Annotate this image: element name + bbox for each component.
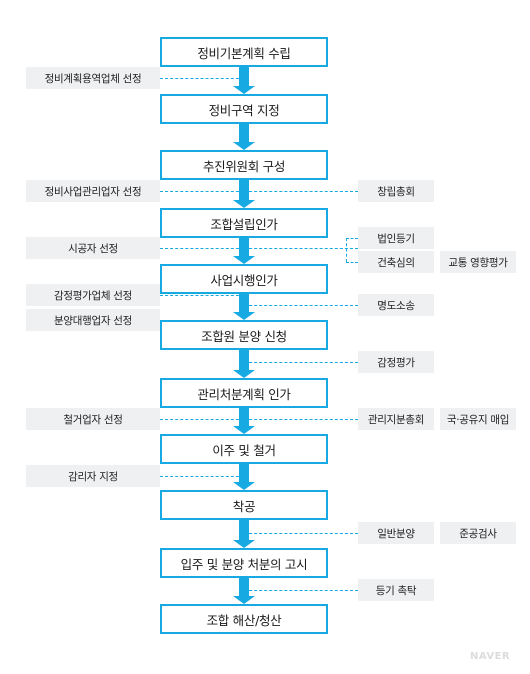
connector-line <box>244 419 358 420</box>
connector-line <box>160 78 244 79</box>
left-note-plan-contractor: 정비계획용역업체 선정 <box>26 67 160 89</box>
left-note-demolition-company: 철거업자 선정 <box>26 408 160 430</box>
connector-line <box>244 191 358 192</box>
right-note-building-review: 건축심의 <box>358 251 434 273</box>
step-dissolution: 조합 해산/청산 <box>160 604 328 634</box>
right-note-traffic-impact: 교통 영향평가 <box>440 251 516 273</box>
arrow-down-icon <box>233 520 255 548</box>
connector-line <box>244 362 358 363</box>
connector-line <box>244 590 358 591</box>
right-note-appraisal: 감정평가 <box>358 351 434 373</box>
left-note-constructor: 시공자 선정 <box>26 237 160 259</box>
right-note-completion-check: 준공검사 <box>440 522 516 544</box>
step-disposal-approval: 관리처분계획 인가 <box>160 378 328 408</box>
connector-line <box>160 295 244 296</box>
connector-line <box>346 238 358 239</box>
step-zone-designation: 정비구역 지정 <box>160 94 328 124</box>
connector-line <box>160 248 244 249</box>
right-note-disposal-meeting: 관리지분총회 <box>358 408 434 430</box>
step-project-approval: 사업시행인가 <box>160 264 328 294</box>
connector-line <box>346 238 347 262</box>
left-note-appraisal-company: 감정평가업체 선정 <box>26 284 160 306</box>
connector-line <box>160 320 244 321</box>
step-basic-plan: 정비기본계획 수립 <box>160 37 328 67</box>
arrow-down-icon <box>233 408 255 434</box>
arrow-down-icon <box>233 67 255 94</box>
right-note-corporate-registry: 법인등기 <box>358 227 434 249</box>
connector-line <box>244 248 358 249</box>
arrow-down-icon <box>233 464 255 490</box>
watermark-logo: NAVER <box>470 651 511 662</box>
arrow-down-icon <box>233 124 255 150</box>
right-note-registration: 등기 촉탁 <box>358 579 434 601</box>
arrow-down-icon <box>233 578 255 604</box>
right-note-public-land: 국·공유지 매입 <box>440 408 516 430</box>
right-note-founding-meeting: 창립총회 <box>358 180 434 202</box>
connector-line <box>244 533 358 534</box>
left-note-supervisor: 감리자 지정 <box>26 465 160 487</box>
step-occupancy-notice: 입주 및 분양 처분의 고시 <box>160 548 328 578</box>
left-note-management-agent: 정비사업관리업자 선정 <box>26 180 160 202</box>
arrow-down-icon <box>233 238 255 264</box>
connector-line <box>160 191 244 192</box>
right-note-general-sale: 일반분양 <box>358 522 434 544</box>
step-member-application: 조합원 분양 신청 <box>160 320 328 350</box>
arrow-down-icon <box>233 350 255 378</box>
connector-line <box>160 419 244 420</box>
connector-line <box>346 262 358 263</box>
right-note-eviction-suit: 명도소송 <box>358 294 434 316</box>
left-note-sales-agent: 분양대행업자 선정 <box>26 309 160 331</box>
arrow-down-icon <box>233 180 255 208</box>
connector-line <box>244 305 358 306</box>
connector-line <box>160 476 244 477</box>
step-committee: 추진위원회 구성 <box>160 150 328 180</box>
step-union-approval: 조합설립인가 <box>160 208 328 238</box>
arrow-down-icon <box>233 294 255 320</box>
step-relocation: 이주 및 철거 <box>160 434 328 464</box>
step-construction-start: 착공 <box>160 490 328 520</box>
